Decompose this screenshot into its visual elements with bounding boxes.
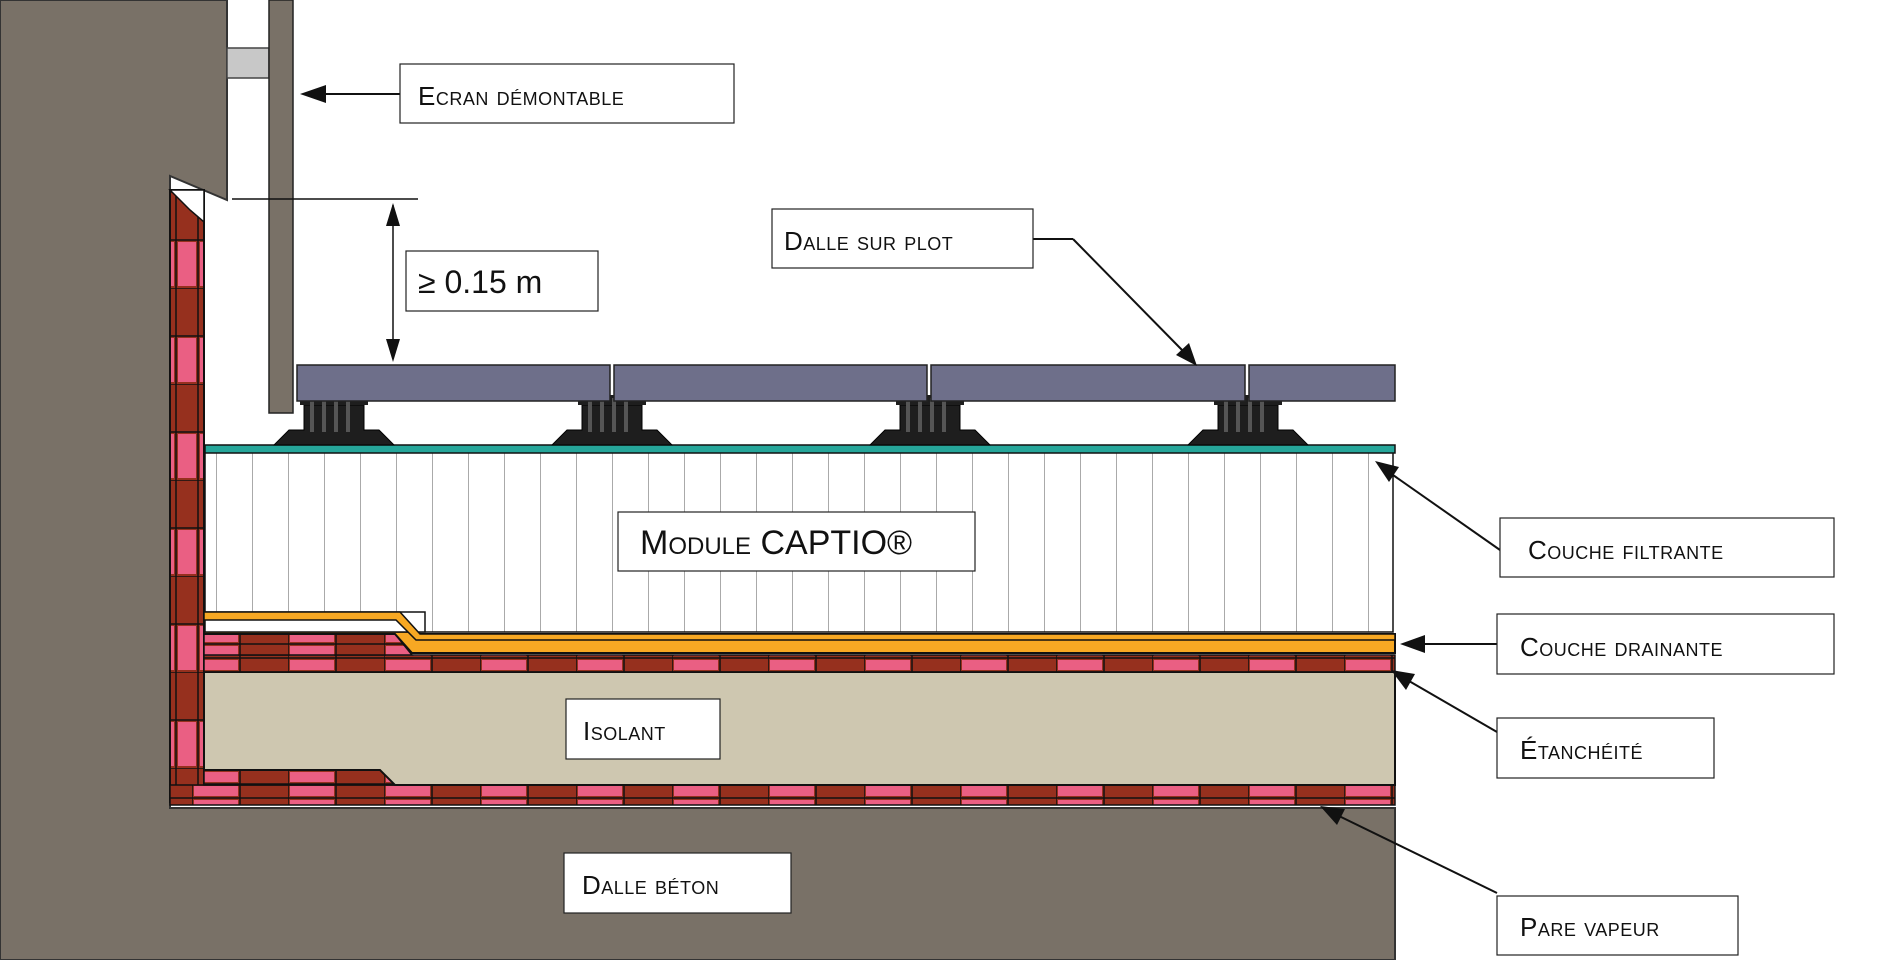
label-ecran-text: Ecran démontable [418,81,624,111]
dimension-arrow-up [386,203,400,226]
etancheite-upturn [203,633,414,656]
label-hauteur: ≥ 0.15 m [405,250,599,312]
drainage-layer-step [203,611,1396,641]
pavers [296,364,1396,402]
etancheite-layer [203,654,1396,673]
paver-3 [930,364,1246,402]
paver-2 [613,364,928,402]
paver-4 [1248,364,1396,402]
label-etancheite-text: Étanchéité [1520,735,1643,765]
label-ecran: Ecran démontable [399,63,735,124]
pare-vapeur-upturn [203,769,397,786]
label-dalle-beton-text: Dalle béton [582,870,719,900]
label-etancheite: Étanchéité [1496,717,1715,779]
pedestal-3 [868,395,992,446]
label-isolant: Isolant [565,698,721,760]
label-module: Module CAPTIO® [617,511,976,572]
dimension-arrow-down [386,339,400,362]
label-isolant-text: Isolant [583,716,666,746]
label-pare-vapeur: Pare vapeur [1496,895,1739,956]
filter-layer [204,444,1396,454]
removable-screen [268,0,294,414]
wall-membrane-top [168,189,205,224]
label-module-text: Module CAPTIO® [640,524,912,562]
pedestals [272,395,1310,446]
paver-1 [296,364,611,402]
pedestal-4 [1186,395,1310,446]
pare-vapeur-layer [169,784,1396,806]
label-couche-filtrante-text: Couche filtrante [1528,535,1724,565]
screen-bracket [226,47,270,79]
label-hauteur-text: ≥ 0.15 m [418,264,542,300]
wall-membrane-column [169,189,205,803]
label-dalle-plot: Dalle sur plot [771,208,1034,269]
label-pare-vapeur-text: Pare vapeur [1520,912,1660,942]
label-dalle-beton: Dalle béton [563,852,792,914]
pedestal-2 [550,395,674,446]
leader-arrows [300,85,1501,894]
label-couche-filtrante: Couche filtrante [1499,517,1835,578]
label-couche-drainante-text: Couche drainante [1520,632,1723,662]
label-couche-drainante: Couche drainante [1496,613,1835,675]
insulation-layer [203,671,1396,786]
label-dalle-plot-text: Dalle sur plot [784,226,953,256]
